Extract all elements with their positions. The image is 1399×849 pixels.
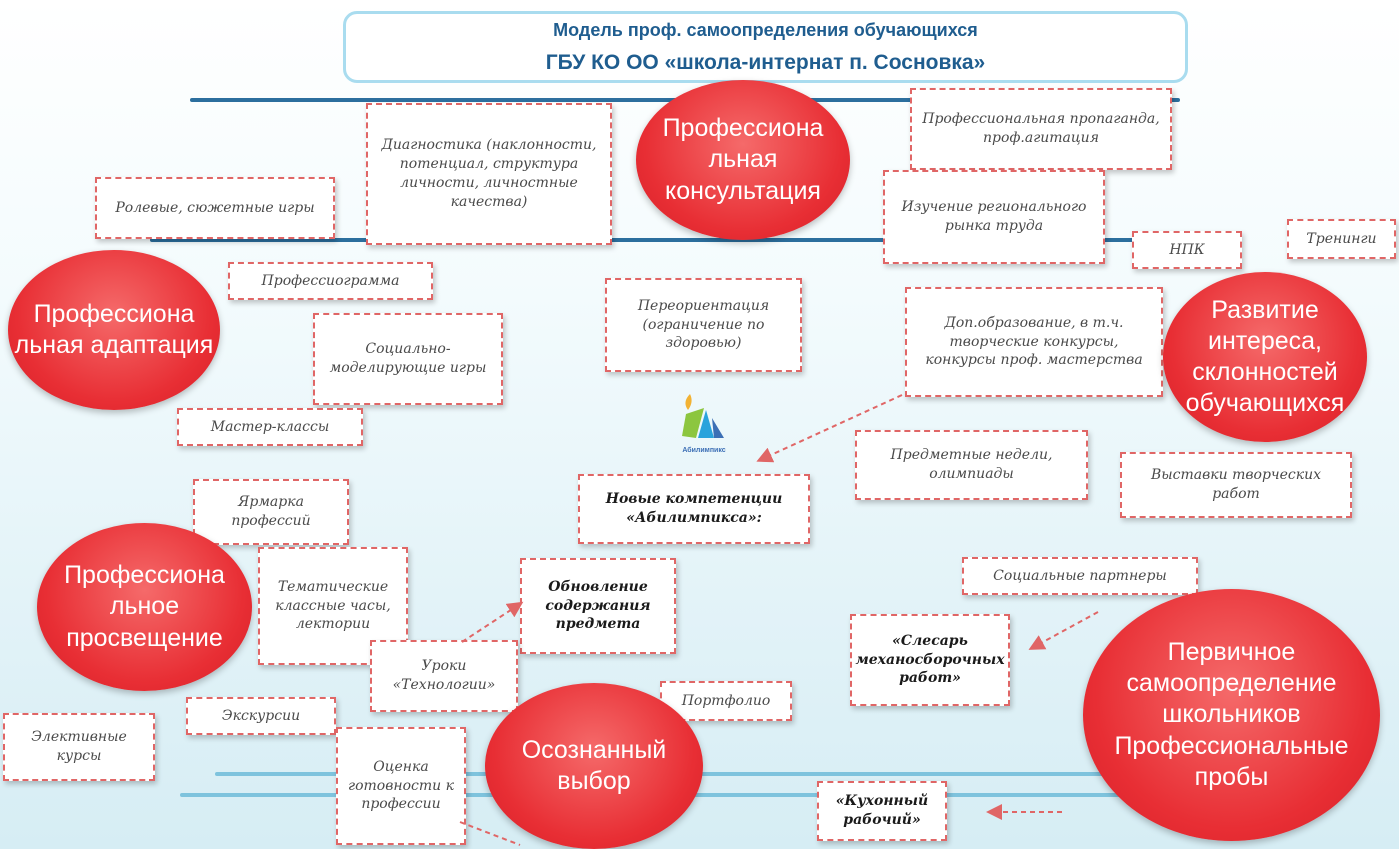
box-diagnostics: Диагностика (наклонности, потенциал, стр…	[366, 103, 612, 245]
box-readiness: Оценка готовности к профессии	[336, 727, 466, 845]
box-fair: Ярмарка профессий	[193, 479, 349, 545]
box-exhibitions: Выставки творческих работ	[1120, 452, 1352, 518]
logo-shape-blue	[698, 410, 714, 438]
box-excursions: Экскурсии	[186, 697, 336, 735]
box-electives: Элективные курсы	[3, 713, 155, 781]
circle-choice: Осознанный выбор	[485, 683, 703, 849]
circle-enlightenment: Профессиона льное просвещение	[37, 523, 252, 691]
box-labor-market: Изучение регионального рынка труда	[883, 170, 1105, 264]
box-master-classes: Мастер-классы	[177, 408, 363, 446]
middle-line	[150, 238, 1240, 242]
circle-primary: Первичное самоопределение школьников Про…	[1083, 589, 1380, 841]
title-line-2: ГБУ КО ОО «школа-интернат п. Сосновка»	[545, 51, 986, 74]
logo-caption: Абилимпикс	[682, 446, 725, 454]
box-thematic-hours: Тематические классные часы, лектории	[258, 547, 408, 665]
circle-interest: Развитие интереса, склонностей обучающих…	[1163, 272, 1367, 442]
box-role-games: Ролевые, сюжетные игры	[95, 177, 335, 239]
arrow-to-locksmith	[1028, 611, 1099, 650]
arrow-to-abilympics	[756, 394, 903, 463]
box-kitchen: «Кухонный рабочий»	[817, 781, 947, 841]
box-subject-weeks: Предметные недели, олимпиады	[855, 430, 1088, 500]
logo-shape-green	[682, 408, 704, 438]
box-trainings: Тренинги	[1287, 219, 1396, 259]
arrow-from-readiness	[459, 821, 521, 846]
box-reorientation: Переориентация (ограничение по здоровью)	[605, 278, 802, 372]
box-portfolio: Портфолио	[660, 681, 792, 721]
box-new-competencies: Новые компетенции «Абилимпикса»:	[578, 474, 810, 544]
logo-swoosh-yellow	[685, 394, 692, 410]
box-professiogram: Профессиограмма	[228, 262, 433, 300]
title-line-1: Модель проф. самоопределения обучающихся	[553, 20, 978, 40]
box-social-games: Социально-моделирующие игры	[313, 313, 503, 405]
logo-shape-navy	[712, 418, 724, 438]
box-npk: НПК	[1132, 231, 1242, 269]
arrow-to-content-update	[461, 601, 524, 643]
box-content-update: Обновление содержания предмета	[520, 558, 676, 654]
box-tech-lessons: Уроки «Технологии»	[370, 640, 518, 712]
circle-consultation: Профессиона льная консультация	[636, 80, 850, 240]
box-propaganda: Профессиональная пропаганда, проф.агитац…	[910, 88, 1172, 170]
abilympics-logo-icon: Абилимпикс	[682, 394, 726, 454]
box-social-partners: Социальные партнеры	[962, 557, 1198, 595]
box-locksmith: «Слесарь механосборочных работ»	[850, 614, 1010, 706]
box-add-education: Доп.образование, в т.ч. творческие конку…	[905, 287, 1163, 397]
abilympics-logo: Абилимпикс	[668, 388, 740, 458]
circle-adaptation: Профессиона льная адаптация	[8, 250, 220, 410]
